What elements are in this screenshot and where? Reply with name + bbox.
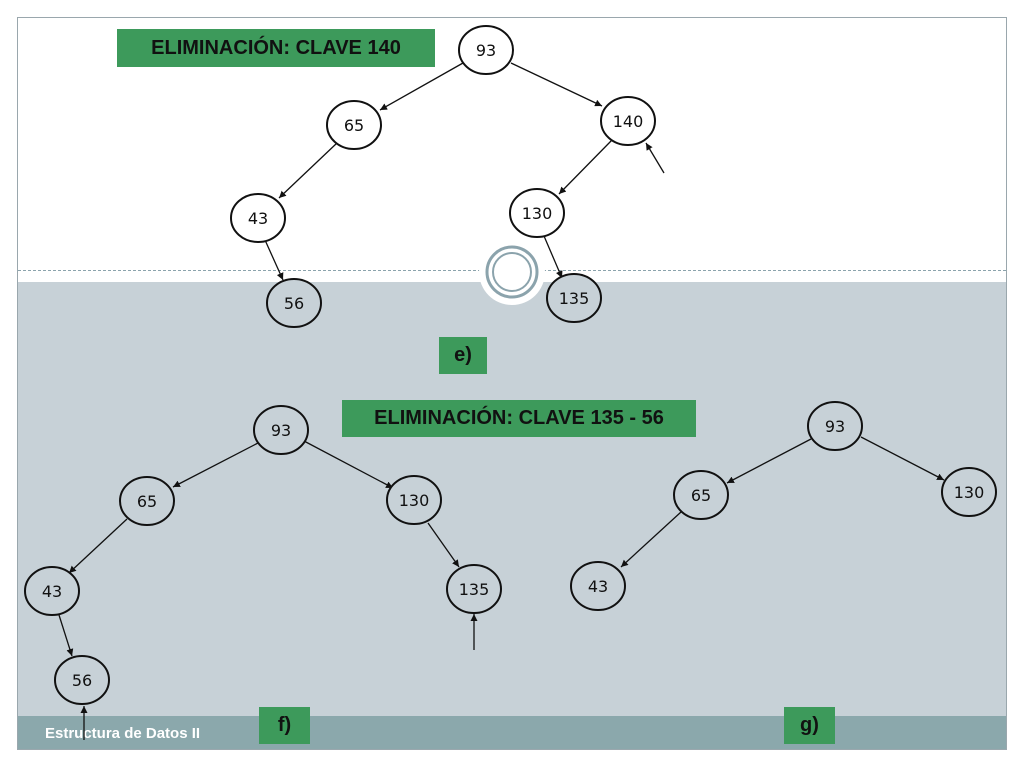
tree-node: 43 — [570, 561, 626, 611]
tree-g-edges — [620, 436, 945, 568]
svg-text:130: 130 — [399, 491, 430, 510]
tree-node: 93 — [253, 405, 309, 455]
pointer-arrow — [645, 142, 665, 174]
svg-text:43: 43 — [588, 577, 608, 596]
tree-f-nodes: 93 65 130 43 135 56 — [24, 405, 502, 705]
slide-ornament-icon — [479, 239, 545, 305]
tree-node: 65 — [326, 100, 382, 150]
svg-text:130: 130 — [522, 204, 553, 223]
edge — [427, 522, 460, 568]
edge — [379, 62, 464, 111]
tree-node: 56 — [266, 278, 322, 328]
tree-node: 130 — [941, 467, 997, 517]
edge — [543, 235, 563, 279]
tree-node: 65 — [119, 476, 175, 526]
svg-text:65: 65 — [691, 486, 711, 505]
footer-bar: Estructura de Datos II — [18, 716, 1006, 749]
edge — [68, 518, 128, 574]
edge — [620, 511, 682, 568]
svg-text:93: 93 — [825, 417, 845, 436]
svg-text:56: 56 — [284, 294, 304, 313]
edge — [303, 440, 394, 489]
tree-node: 135 — [446, 564, 502, 614]
svg-text:140: 140 — [613, 112, 644, 131]
svg-text:135: 135 — [459, 580, 490, 599]
edge — [58, 614, 74, 657]
tree-node: 43 — [230, 193, 286, 243]
label-e: e) — [439, 337, 487, 374]
content-panel — [18, 282, 1006, 716]
tree-node: 56 — [54, 655, 110, 705]
tree-node: 135 — [546, 273, 602, 323]
label-f: f) — [259, 707, 310, 744]
label-g: g) — [784, 707, 835, 744]
tree-node: 43 — [24, 566, 80, 616]
edge — [278, 142, 338, 199]
tree-node: 65 — [673, 470, 729, 520]
tree-f-edges — [58, 440, 478, 740]
tree-g-nodes: 93 65 130 43 — [570, 401, 997, 611]
tree-node: 130 — [386, 475, 442, 525]
edge — [726, 438, 812, 484]
edge — [558, 139, 613, 195]
svg-text:135: 135 — [559, 289, 590, 308]
edge — [264, 239, 284, 281]
title-delete-140: ELIMINACIÓN: CLAVE 140 — [117, 29, 435, 67]
edge — [860, 436, 945, 481]
svg-text:65: 65 — [137, 492, 157, 511]
tree-node: 140 — [600, 96, 656, 146]
tree-e-edges — [264, 62, 665, 281]
svg-text:56: 56 — [72, 671, 92, 690]
tree-e-nodes: 93 65 140 43 130 56 135 — [230, 25, 656, 328]
svg-text:65: 65 — [344, 116, 364, 135]
edge — [510, 62, 603, 107]
edge — [172, 442, 259, 488]
tree-node: 130 — [509, 188, 565, 238]
svg-text:43: 43 — [42, 582, 62, 601]
title-delete-135-56: ELIMINACIÓN: CLAVE 135 - 56 — [342, 400, 696, 437]
svg-text:93: 93 — [271, 421, 291, 440]
svg-text:130: 130 — [954, 483, 985, 502]
svg-text:93: 93 — [476, 41, 496, 60]
tree-node: 93 — [458, 25, 514, 75]
svg-text:43: 43 — [248, 209, 268, 228]
tree-node: 93 — [807, 401, 863, 451]
